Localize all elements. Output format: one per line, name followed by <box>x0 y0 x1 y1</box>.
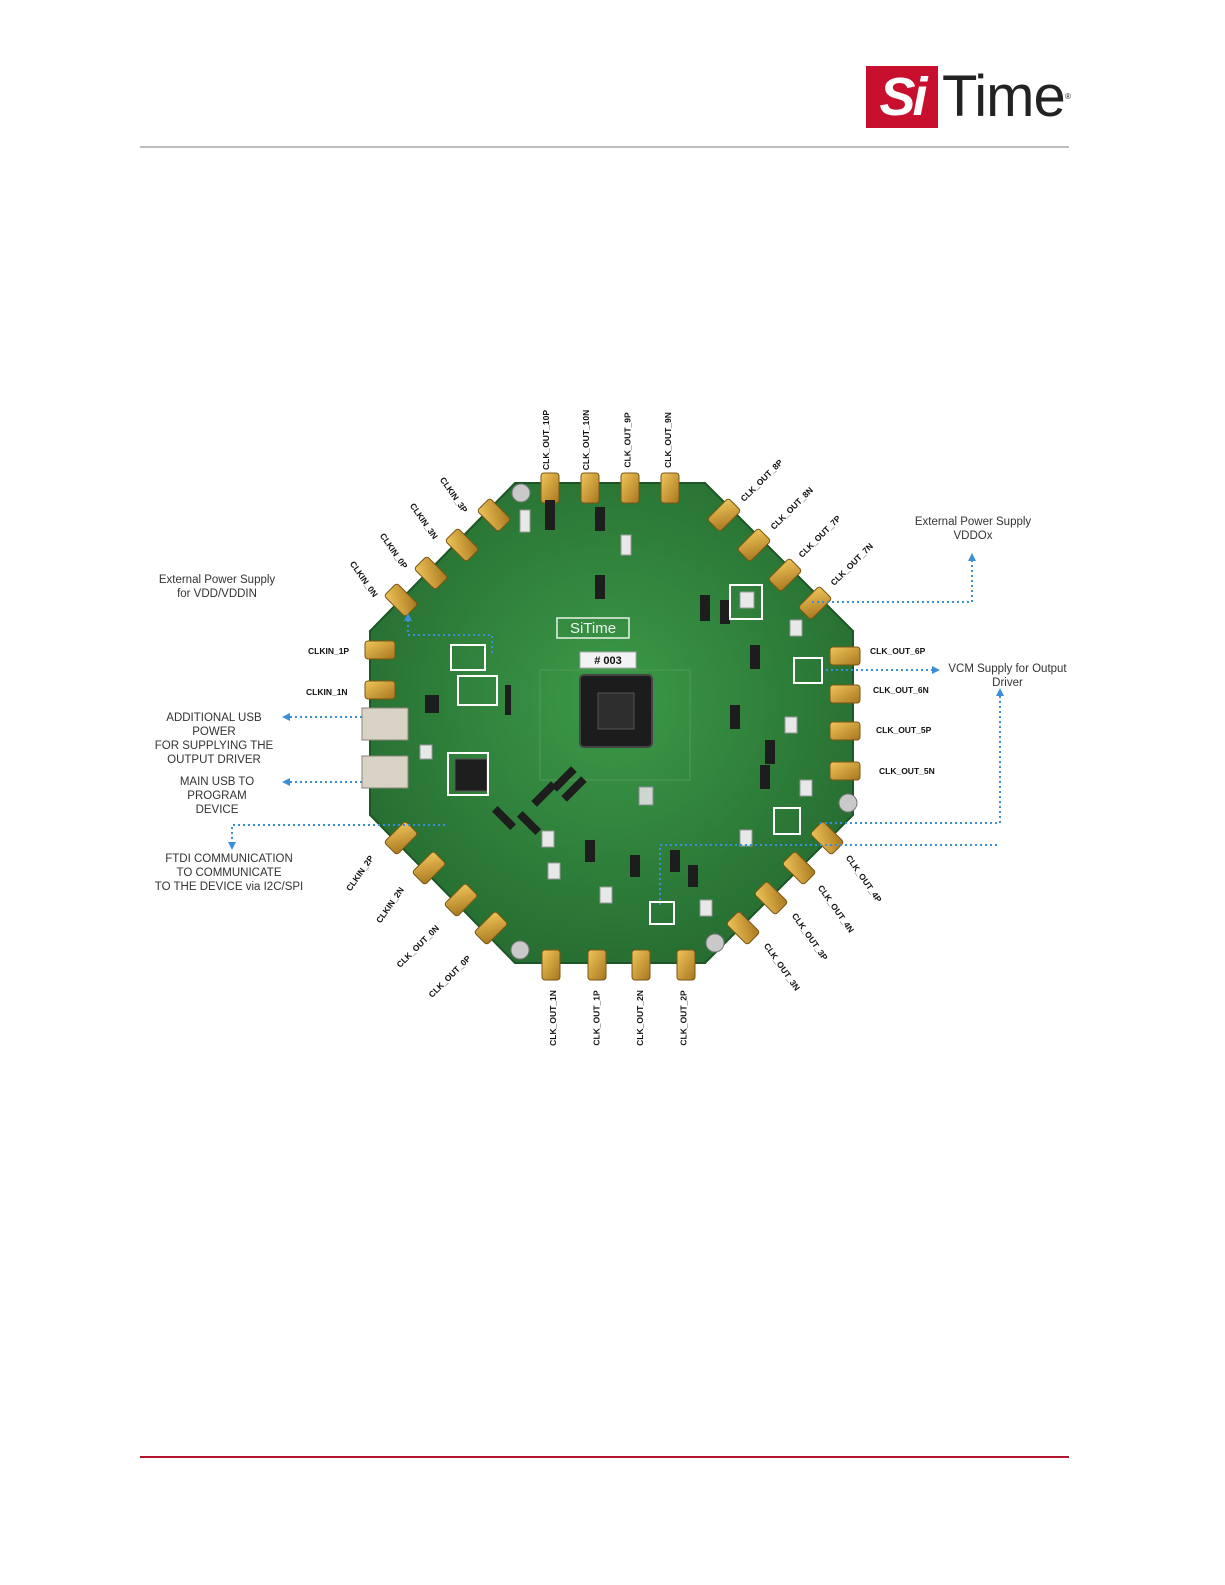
logo-registered-mark: ® <box>1065 92 1071 101</box>
connector-label: CLK_OUT_1N <box>547 990 558 1046</box>
connector-label: CLK_OUT_5P <box>876 725 932 735</box>
white-headers <box>419 509 813 917</box>
sitime-logo: Si Time ® <box>866 66 1072 130</box>
callout-vddo-supply: External Power Supply VDDOx <box>914 516 1032 542</box>
callout-usb-power: ADDITIONAL USB POWER FOR SUPPLYING THE O… <box>154 712 274 766</box>
connector-label: CLK_OUT_1P <box>591 990 602 1046</box>
serial-text: # 003 <box>594 655 622 667</box>
callout-vcm-supply: VCM Supply for Output Driver <box>948 663 1067 689</box>
callout-lines <box>231 560 1001 905</box>
serial-label <box>579 651 637 669</box>
board-illustration: SiTime # 003 <box>228 472 1004 981</box>
connector-label: CLKIN_1N <box>306 687 348 697</box>
callout-vdd-supply: External Power Supply for VDD/VDDIN <box>158 574 276 600</box>
connector-label: CLKIN_1P <box>308 646 350 656</box>
sma-connectors <box>364 472 861 981</box>
connector-label: CLK_OUT_9P <box>622 412 633 468</box>
ftdi-chip <box>454 758 488 792</box>
highlight-boxes <box>447 584 823 925</box>
socket-area <box>539 669 691 781</box>
board-brand-box <box>556 617 630 639</box>
callout-main-usb: MAIN USB TO PROGRAM DEVICE <box>179 776 255 816</box>
callout-ftdi: FTDI COMMUNICATION TO COMMUNICATE TO THE… <box>154 853 304 893</box>
header-rule <box>140 146 1069 148</box>
connector-label: CLK_OUT_9N <box>662 412 673 468</box>
mounting-hole <box>510 940 530 960</box>
connector-label: CLK_OUT_2N <box>634 990 645 1046</box>
connector-label: CLK_OUT_6P <box>870 646 926 656</box>
connector-label: CLK_OUT_5N <box>879 766 935 776</box>
mounting-hole <box>705 933 725 953</box>
connector-label: CLK_OUT_2P <box>678 990 689 1046</box>
connector-label: CLK_OUT_10N <box>581 409 592 471</box>
mounting-hole <box>838 793 858 813</box>
callout-arrowheads <box>228 553 1004 850</box>
usb-power-port <box>361 707 409 741</box>
mounting-hole <box>511 483 531 503</box>
jumper-headers <box>425 500 775 887</box>
board-brand-text: SiTime <box>570 620 616 637</box>
logo-si-box: Si <box>866 66 938 128</box>
test-pad <box>638 786 654 806</box>
footer-rule <box>140 1456 1069 1458</box>
connector-label: CLK_OUT_10P <box>541 410 551 470</box>
connector-label: CLK_OUT_6N <box>873 685 929 695</box>
evaluation-board-figure: SiTime # 003 <box>140 395 1080 1055</box>
logo-time-text: Time <box>942 64 1066 129</box>
usb-main-port <box>361 755 409 789</box>
